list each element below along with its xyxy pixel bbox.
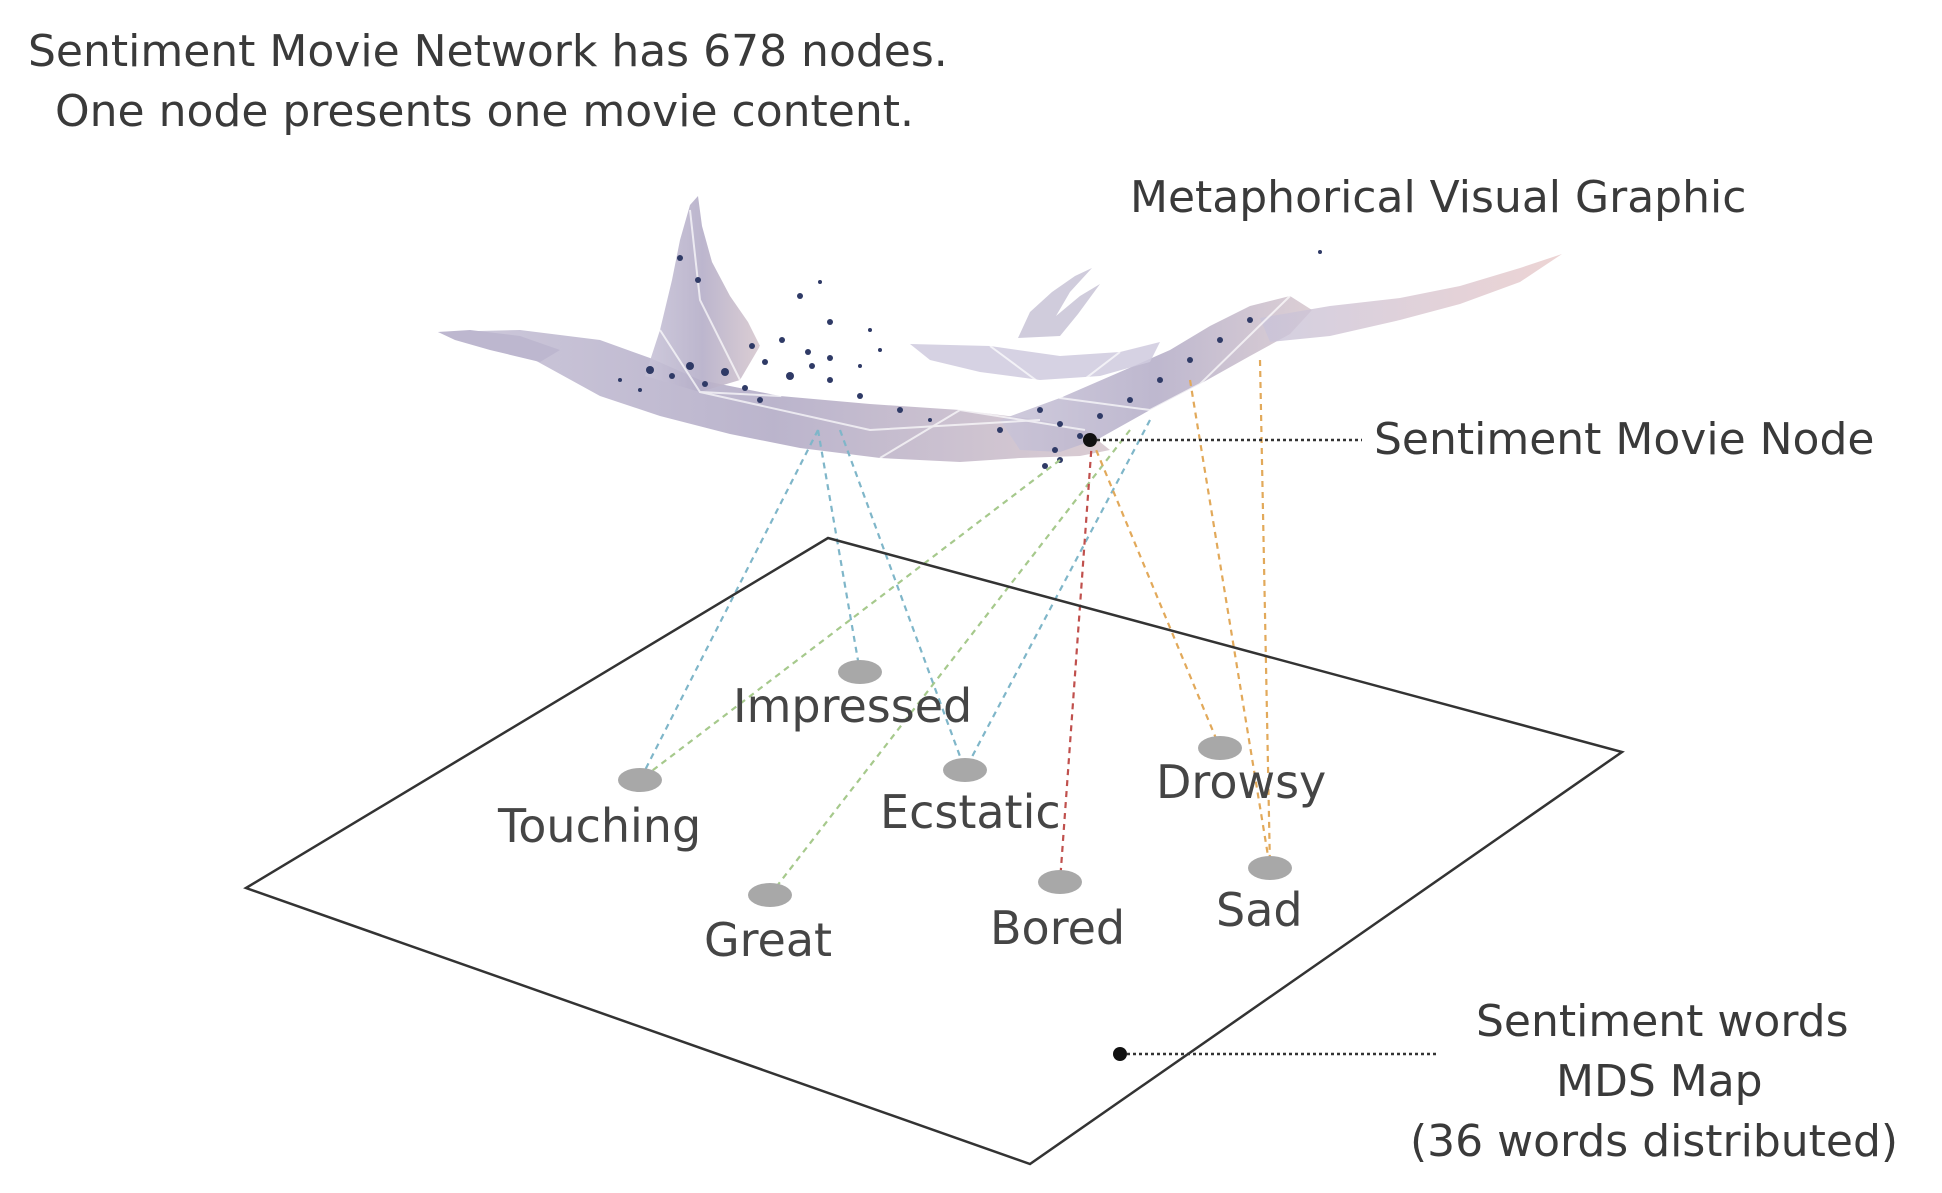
- creature-front-fin: [438, 330, 560, 362]
- creature-mesh: [659, 209, 1291, 459]
- creature-ribbon: [1260, 254, 1562, 342]
- link-ecstatic: [964, 419, 1151, 771]
- creature-fin: [645, 196, 760, 392]
- dot-drowsy: [1198, 736, 1242, 760]
- dot-touching: [618, 768, 662, 792]
- movie-node-marker: [1083, 433, 1097, 447]
- link-sad-2: [1188, 379, 1272, 869]
- creature-rear: [1000, 296, 1312, 452]
- mds-map-marker: [1113, 1047, 1127, 1061]
- mds-map-plane: [243, 536, 1625, 1166]
- word-sad: Sad: [1216, 883, 1303, 937]
- word-great: Great: [704, 913, 832, 967]
- dot-ecstatic: [943, 758, 987, 782]
- word-touching: Touching: [497, 799, 701, 853]
- creature-claw: [1018, 268, 1100, 338]
- dot-sad: [1248, 856, 1292, 880]
- link-drowsy: [1090, 439, 1222, 749]
- link-impressed-2: [838, 429, 967, 771]
- word-dots: [618, 660, 1292, 907]
- metaphorical-creature-graphic: [438, 196, 1562, 469]
- link-sad: [1258, 359, 1272, 869]
- mds-map-label-2: MDS Map: [1556, 1056, 1763, 1107]
- word-drowsy: Drowsy: [1156, 755, 1326, 809]
- network-nodes: [618, 250, 1322, 469]
- word-impressed: Impressed: [733, 679, 972, 733]
- header-line-1: Sentiment Movie Network has 678 nodes.: [28, 26, 948, 77]
- movie-node-label: Sentiment Movie Node: [1374, 414, 1874, 465]
- dot-great: [748, 883, 792, 907]
- header-line-2: One node presents one movie content.: [55, 86, 914, 137]
- mds-map-label-1: Sentiment words: [1476, 996, 1849, 1047]
- sentiment-links: [639, 359, 1272, 896]
- word-ecstatic: Ecstatic: [880, 785, 1061, 839]
- dot-impressed: [838, 660, 882, 684]
- dot-bored: [1038, 870, 1082, 894]
- word-bored: Bored: [990, 901, 1125, 955]
- link-impressed: [816, 429, 862, 673]
- metaphor-label: Metaphorical Visual Graphic: [1130, 172, 1746, 223]
- link-bored: [1058, 439, 1094, 883]
- mds-map-label-3: (36 words distributed): [1410, 1116, 1898, 1167]
